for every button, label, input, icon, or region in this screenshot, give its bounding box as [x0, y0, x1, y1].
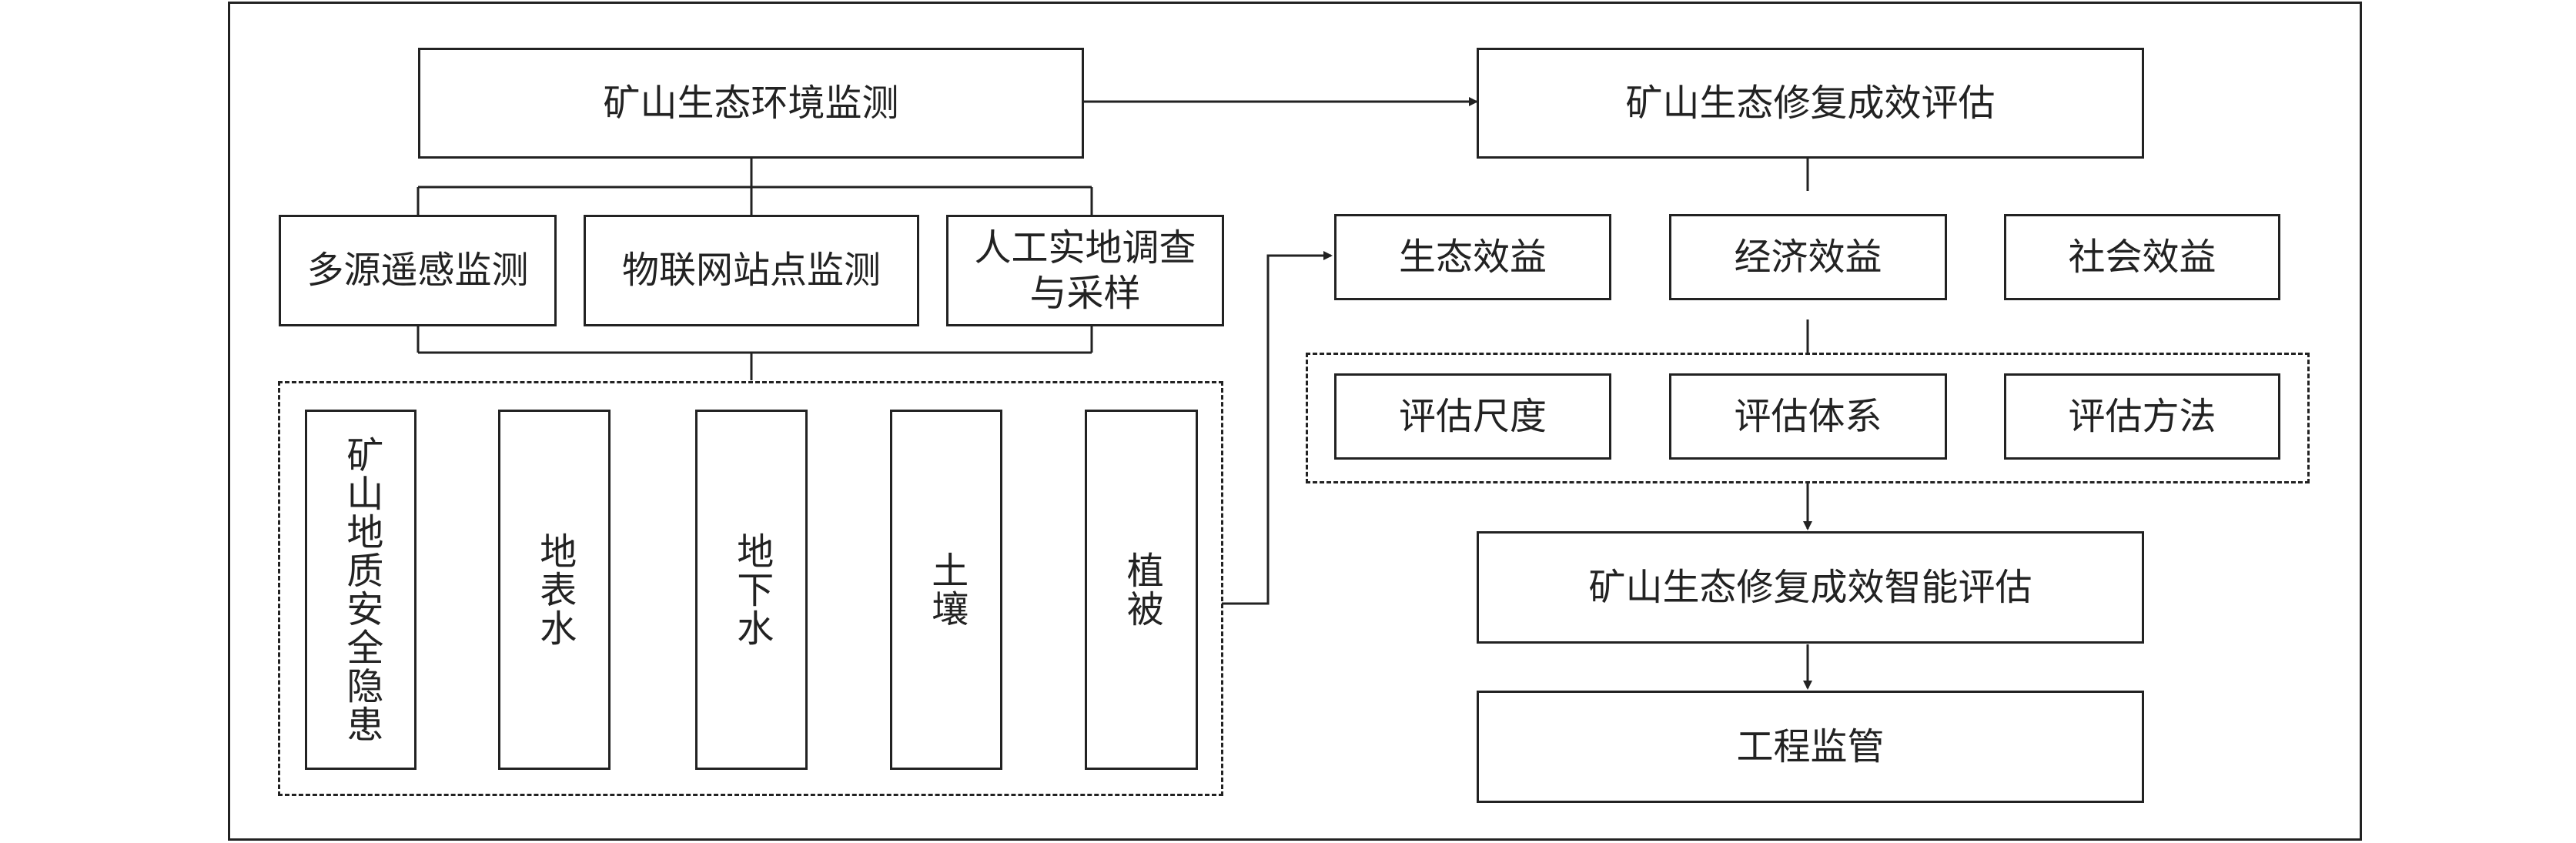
arrow-targets-to-benefits [1222, 251, 1333, 605]
target-groundwater-box: 地下水 [695, 410, 808, 770]
method-remote-sensing-box: 多源遥感监测 [279, 215, 557, 326]
restoration-evaluation-box: 矿山生态修复成效评估 [1477, 48, 2144, 159]
dimension-system-box: 评估体系 [1669, 373, 1947, 460]
method-field-survey-box: 人工实地调查与采样 [946, 215, 1224, 326]
engineering-supervision-box: 工程监管 [1477, 691, 2144, 803]
target-geohazard-box: 矿山地质安全隐患 [305, 410, 417, 770]
benefit-ecological-box: 生态效益 [1334, 214, 1611, 300]
benefit-social-box: 社会效益 [2004, 214, 2280, 300]
monitoring-targets-group [278, 381, 1223, 796]
dimension-method-box: 评估方法 [2004, 373, 2280, 460]
target-vegetation-box: 植被 [1085, 410, 1198, 770]
ecological-monitoring-box: 矿山生态环境监测 [418, 48, 1084, 159]
smart-evaluation-box: 矿山生态修复成效智能评估 [1477, 531, 2144, 644]
target-soil-box: 土壤 [890, 410, 1002, 770]
dimension-scale-box: 评估尺度 [1334, 373, 1611, 460]
evaluation-dimensions-group [1306, 353, 2310, 483]
diagram-frame [228, 2, 2362, 841]
method-iot-station-box: 物联网站点监测 [584, 215, 919, 326]
target-surface-water-box: 地表水 [498, 410, 611, 770]
benefit-economic-box: 经济效益 [1669, 214, 1947, 300]
